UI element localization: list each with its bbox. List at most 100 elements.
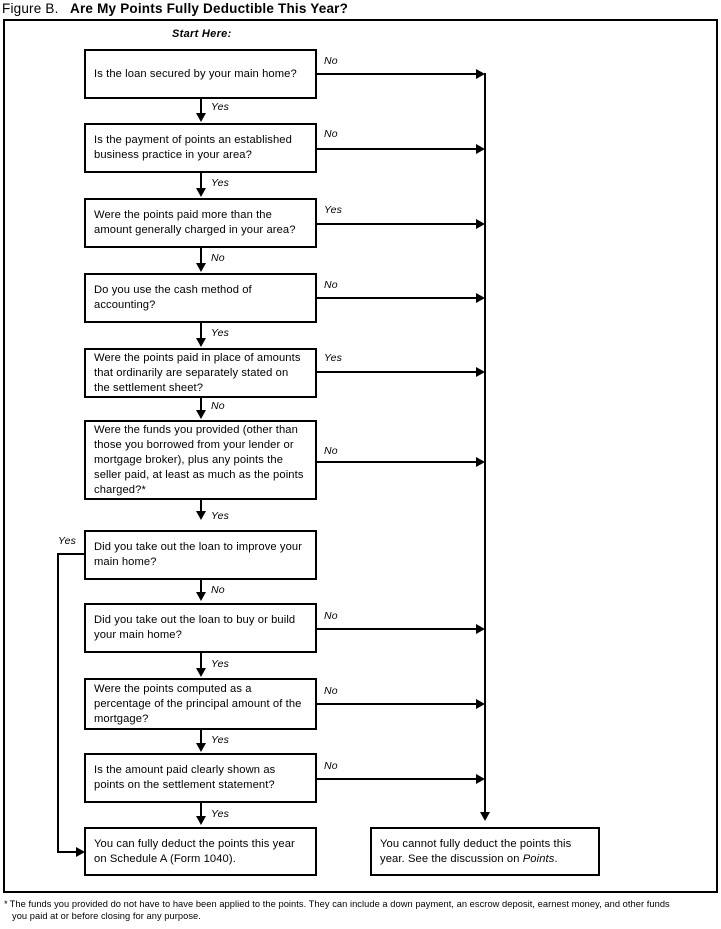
edge-q9-no-label: No: [324, 685, 338, 697]
flow-node-q7-label: Did you take out the loan to improve you…: [94, 541, 303, 568]
flow-node-q1: Is the loan secured by your main home?: [84, 49, 317, 99]
flow-node-q4-label: Do you use the cash method of accounting…: [94, 284, 252, 311]
footnote-line-1: The funds you provided do not have to ha…: [9, 899, 670, 909]
flow-node-q3: Were the points paid more than the amoun…: [84, 198, 317, 248]
flow-node-q10: Is the amount paid clearly shown as poin…: [84, 753, 317, 803]
edge-q3-no-arrow: [196, 263, 206, 272]
flow-node-q8-label: Did you take out the loan to buy or buil…: [94, 614, 296, 641]
flow-node-q2: Is the payment of points an established …: [84, 123, 317, 173]
edge-q8-no-label: No: [324, 610, 338, 622]
edge-q9-yes-arrow: [196, 743, 206, 752]
edge-q9-no-line: [317, 703, 477, 705]
edge-q7-yes-line-vertical: [57, 553, 59, 851]
figure-title: Figure B. Are My Points Fully Deductible…: [2, 0, 719, 18]
flow-terminal-deductible-label: You can fully deduct the points this yea…: [94, 837, 295, 865]
right-bus-arrow-into-not-deductible: [480, 812, 490, 821]
edge-q1-yes-arrow: [196, 113, 206, 122]
edge-q1-yes-line: [200, 99, 202, 114]
figure-footnote: *The funds you provided do not have to h…: [4, 899, 717, 922]
edge-q10-no-label: No: [324, 760, 338, 772]
edge-q3-no-line: [200, 248, 202, 264]
edge-q10-yes-arrow: [196, 816, 206, 825]
edge-q10-yes-line: [200, 803, 202, 817]
edge-q6-yes-line: [200, 500, 202, 512]
edge-q4-no-arrow: [476, 293, 485, 303]
flow-node-q5: Were the points paid in place of amounts…: [84, 348, 317, 398]
edge-q7-yes-label: Yes: [58, 535, 77, 547]
edge-q5-yes-arrow: [476, 367, 485, 377]
flow-node-q9-label: Were the points computed as a percentage…: [94, 682, 302, 725]
edge-q3-yes-line: [317, 223, 477, 225]
edge-q6-no-label: No: [324, 445, 338, 457]
edge-q8-yes-label: Yes: [211, 658, 230, 670]
edge-q2-yes-label: Yes: [211, 177, 230, 189]
edge-q2-yes-arrow: [196, 188, 206, 197]
not-deductible-text-1: You cannot fully deduct the points this …: [380, 837, 572, 865]
right-bus-line: [484, 73, 486, 813]
edge-q6-no-arrow: [476, 457, 485, 467]
flow-node-q9: Were the points computed as a percentage…: [84, 678, 317, 730]
edge-q1-no-line: [317, 73, 477, 75]
edge-q7-no-line: [200, 580, 202, 593]
flow-node-q2-label: Is the payment of points an established …: [94, 134, 292, 161]
start-here-label: Start Here:: [172, 28, 232, 40]
flow-terminal-not-deductible-label: You cannot fully deduct the points this …: [380, 837, 590, 867]
edge-q7-no-arrow: [196, 592, 206, 601]
edge-q10-yes-label: Yes: [211, 808, 230, 820]
edge-q1-yes-label: Yes: [211, 101, 230, 113]
edge-q5-no-line: [200, 398, 202, 411]
flow-node-q3-label: Were the points paid more than the amoun…: [94, 209, 296, 236]
edge-q7-yes-line-horizontal: [57, 553, 86, 555]
not-deductible-italic-points: Points: [522, 852, 555, 865]
edge-q4-yes-label: Yes: [211, 327, 230, 339]
edge-q5-no-arrow: [196, 410, 206, 419]
edge-q8-yes-line: [200, 653, 202, 669]
flow-terminal-deductible: You can fully deduct the points this yea…: [84, 827, 317, 876]
edge-q9-no-arrow: [476, 699, 485, 709]
edge-q10-no-arrow: [476, 774, 485, 784]
edge-q8-yes-arrow: [196, 668, 206, 677]
edge-q8-no-arrow: [476, 624, 485, 634]
edge-q4-yes-arrow: [196, 338, 206, 347]
edge-q7-yes-arrow: [76, 847, 85, 857]
flow-node-q4: Do you use the cash method of accounting…: [84, 273, 317, 323]
edge-q2-yes-line: [200, 173, 202, 189]
edge-q2-no-line: [317, 148, 477, 150]
flow-node-q8: Did you take out the loan to buy or buil…: [84, 603, 317, 653]
edge-q7-no-label: No: [211, 584, 225, 596]
edge-q1-no-arrow: [476, 69, 485, 79]
edge-q6-yes-label: Yes: [211, 510, 230, 522]
flow-node-q5-label: Were the points paid in place of amounts…: [94, 351, 301, 394]
edge-q5-yes-label: Yes: [324, 352, 343, 364]
edge-q3-yes-arrow: [476, 219, 485, 229]
edge-q10-no-line: [317, 778, 477, 780]
edge-q7-yes-line-to-terminal: [57, 851, 77, 853]
footnote-star: *: [4, 899, 8, 909]
flow-terminal-not-deductible: You cannot fully deduct the points this …: [370, 827, 600, 876]
edge-q4-no-label: No: [324, 279, 338, 291]
edge-q2-no-label: No: [324, 128, 338, 140]
flow-node-q7: Did you take out the loan to improve you…: [84, 530, 317, 580]
figure-frame: [3, 19, 718, 893]
edge-q4-no-line: [317, 297, 477, 299]
edge-q3-no-label: No: [211, 252, 225, 264]
flow-node-q10-label: Is the amount paid clearly shown as poin…: [94, 764, 276, 791]
edge-q4-yes-line: [200, 323, 202, 339]
flow-node-q6-label: Were the funds you provided (other than …: [94, 423, 304, 496]
footnote-line-2: you paid at or before closing for any pu…: [12, 910, 201, 921]
edge-q6-yes-arrow: [196, 511, 206, 520]
edge-q5-yes-line: [317, 371, 477, 373]
edge-q9-yes-line: [200, 730, 202, 744]
figure-title-prefix: Figure B.: [2, 1, 59, 16]
edge-q3-yes-label: Yes: [324, 204, 343, 216]
edge-q1-no-label: No: [324, 55, 338, 67]
edge-q2-no-arrow: [476, 144, 485, 154]
not-deductible-text-2: .: [554, 852, 558, 865]
edge-q5-no-label: No: [211, 400, 225, 412]
edge-q8-no-line: [317, 628, 477, 630]
flow-node-q6: Were the funds you provided (other than …: [84, 420, 317, 500]
edge-q9-yes-label: Yes: [211, 734, 230, 746]
edge-q6-no-line: [317, 461, 477, 463]
figure-title-main: Are My Points Fully Deductible This Year…: [70, 1, 349, 16]
flow-node-q1-label: Is the loan secured by your main home?: [94, 67, 297, 80]
